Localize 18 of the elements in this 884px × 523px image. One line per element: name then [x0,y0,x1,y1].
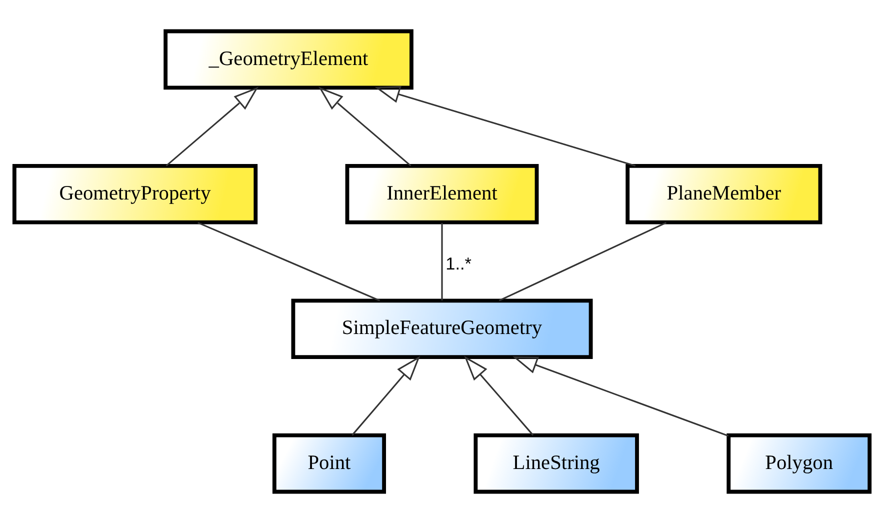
node-box: Point [272,433,386,494]
arrow [374,86,636,167]
arrow [166,86,258,166]
node-box: _GeometryElement [164,29,414,90]
arrow [464,356,534,436]
node-box: GeometryProperty [12,164,258,224]
node-box: PlaneMember [626,164,822,224]
node-box: Polygon [726,433,872,494]
connector [441,222,443,300]
edge-label: 1..* [446,253,472,274]
node-box: LineString [474,433,639,494]
connector [198,222,380,302]
node-box: InnerElement [345,164,539,224]
arrow [352,356,420,436]
connector [498,222,667,302]
node-box: SimpleFeatureGeometry [291,298,593,359]
arrow [318,86,412,166]
arrow [512,356,729,437]
